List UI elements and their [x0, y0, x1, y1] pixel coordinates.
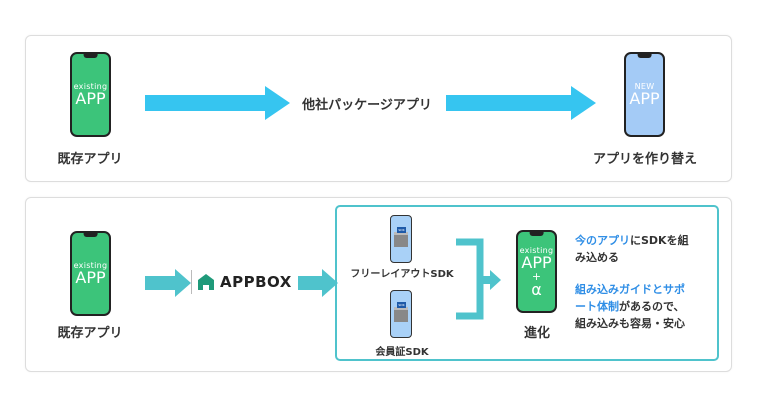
- to-label: アプリを作り替え: [592, 152, 698, 167]
- arrow-right-icon: [446, 86, 596, 120]
- result-label: 進化: [523, 326, 551, 341]
- sdk-box: [335, 205, 719, 361]
- desc-text: 組み込みも容易・安心: [575, 317, 685, 330]
- highlight-text: 今のアプリ: [575, 234, 630, 247]
- phone-plus-text: +: [531, 269, 542, 283]
- appbox-logo-icon: [198, 274, 214, 290]
- arrow-right-icon: [145, 269, 191, 297]
- desc-text: み込める: [575, 251, 619, 264]
- from-label: 既存アプリ: [57, 326, 123, 341]
- sdk1-label: フリーレイアウトSDK: [350, 269, 454, 280]
- description-2: 組み込みガイドとサポート体制があるので、組み込みも容易・安心: [575, 281, 685, 332]
- sdk-phone-icon: SDK: [390, 290, 412, 338]
- phone-alpha-text: α: [531, 279, 542, 299]
- desc-text: があるので、: [619, 300, 685, 313]
- arrow-right-icon: [298, 269, 338, 297]
- sdk-phone-icon: SDK: [390, 215, 412, 263]
- phone-small-text: existing: [519, 245, 554, 255]
- from-label: 既存アプリ: [57, 152, 123, 167]
- desc-text: にSDKを組: [630, 234, 689, 247]
- appbox-logo: APPBOX: [191, 270, 292, 294]
- highlight-text: ート体制: [575, 300, 619, 313]
- phone-big-text: APP: [75, 268, 106, 287]
- top-panel: [25, 35, 732, 182]
- bracket-arrow-icon: [456, 238, 501, 320]
- middle-text: 他社パッケージアプリ: [302, 98, 432, 113]
- phone-big-text: APP: [521, 252, 552, 272]
- sdk-tag: SDK: [397, 302, 406, 308]
- sdk2-label: 会員証SDK: [375, 347, 429, 358]
- highlight-text: 組み込みガイドとサポ: [575, 283, 685, 296]
- description-1: 今のアプリにSDKを組み込める: [575, 232, 689, 266]
- sdk-tag: SDK: [397, 227, 406, 233]
- phone-big-text: APP: [629, 89, 660, 108]
- bottom-panel: [25, 197, 732, 372]
- phone-big-text: APP: [75, 89, 106, 108]
- phone-small-text: existing: [73, 261, 108, 270]
- phone-small-text: NEW: [634, 82, 655, 91]
- phone-small-text: existing: [73, 82, 108, 91]
- arrow-right-icon: [145, 86, 290, 120]
- appbox-logo-text: APPBOX: [220, 273, 292, 291]
